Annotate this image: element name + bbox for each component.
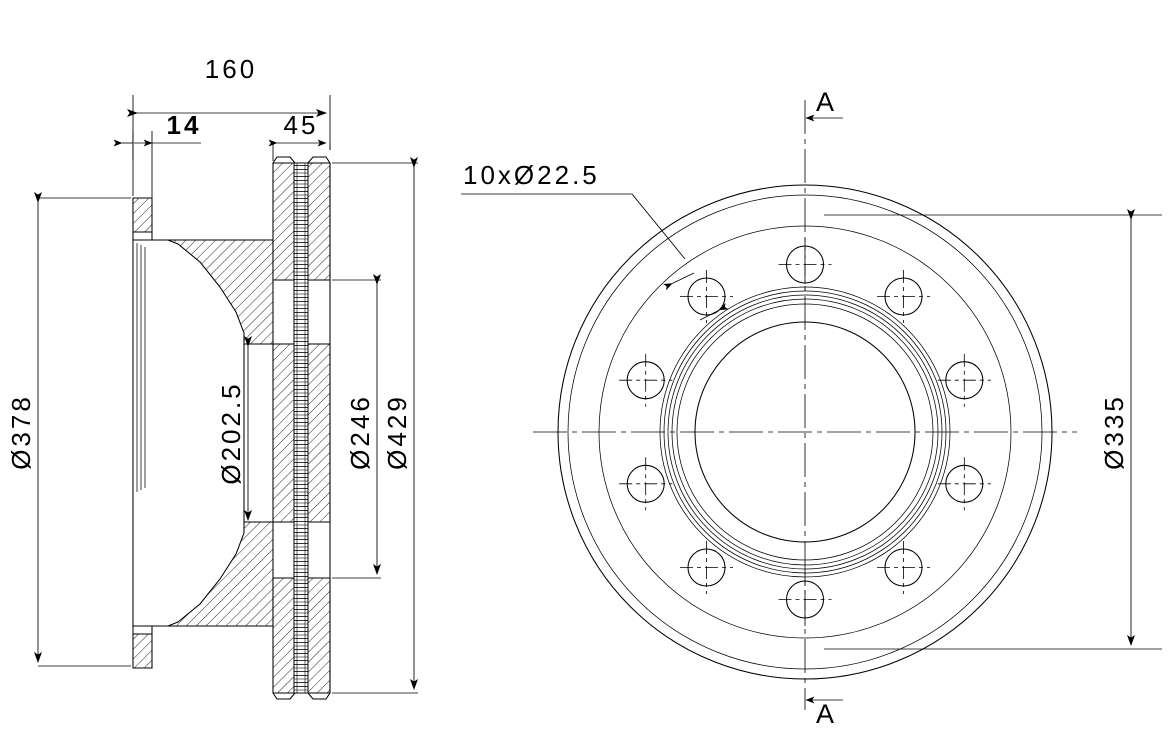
- hub-section-lower: [132, 521, 274, 669]
- bolt-hole: [778, 573, 832, 626]
- dim-label-hub-flange-thickness: 14: [167, 110, 202, 140]
- dim-friction-inner-diameter: Ø246: [332, 274, 381, 579]
- dim-disc-outer-diameter: Ø429: [332, 157, 418, 694]
- bolt-hole: [619, 353, 673, 407]
- dim-label-hub-outer-diameter: Ø378: [6, 394, 36, 470]
- dim-label-disc-thickness: 45: [284, 110, 319, 140]
- hub-section-upper: [132, 197, 274, 492]
- dim-hub-bore-diameter: Ø202.5: [216, 336, 252, 521]
- bolt-hole: [680, 270, 733, 323]
- bolt-hole: [877, 270, 930, 323]
- front-view-group: 10xØ22.5 Ø335 A A: [461, 87, 1162, 729]
- dim-label-hub-bore-diameter: Ø202.5: [216, 381, 246, 484]
- bolt-hole: [619, 457, 673, 511]
- section-marker-top-group: A: [805, 87, 843, 122]
- dim-hub-outer-diameter: Ø378: [6, 192, 131, 667]
- dim-bolt-circle-diameter: Ø335: [824, 209, 1162, 650]
- section-marker-bottom-label: A: [816, 699, 834, 729]
- bolt-hole: [680, 541, 733, 594]
- section-marker-bottom-group: A: [805, 696, 843, 729]
- section-view-group: 160 14 45 Ø378 Ø202.5: [6, 54, 418, 700]
- dim-hub-flange-thickness: 14: [113, 110, 202, 240]
- dim-label-bolt-circle-diameter: Ø335: [1099, 394, 1129, 470]
- bolt-hole-group: [619, 238, 991, 626]
- dim-overall-width: 160: [127, 54, 331, 160]
- dim-label-friction-inner-diameter: Ø246: [345, 394, 375, 470]
- bolt-hole: [937, 457, 991, 511]
- ventilation-vanes: [293, 162, 309, 694]
- dim-label-overall-width: 160: [205, 54, 257, 84]
- bolt-hole-callout-group: 10xØ22.5: [461, 160, 729, 321]
- section-marker-top-label: A: [816, 87, 834, 117]
- dim-disc-thickness: 45: [268, 110, 331, 161]
- bolt-hole: [778, 238, 832, 291]
- bolt-hole-callout-label: 10xØ22.5: [463, 160, 600, 190]
- bolt-hole: [937, 353, 991, 407]
- dim-label-disc-outer-diameter: Ø429: [382, 394, 412, 470]
- bolt-hole: [877, 541, 930, 594]
